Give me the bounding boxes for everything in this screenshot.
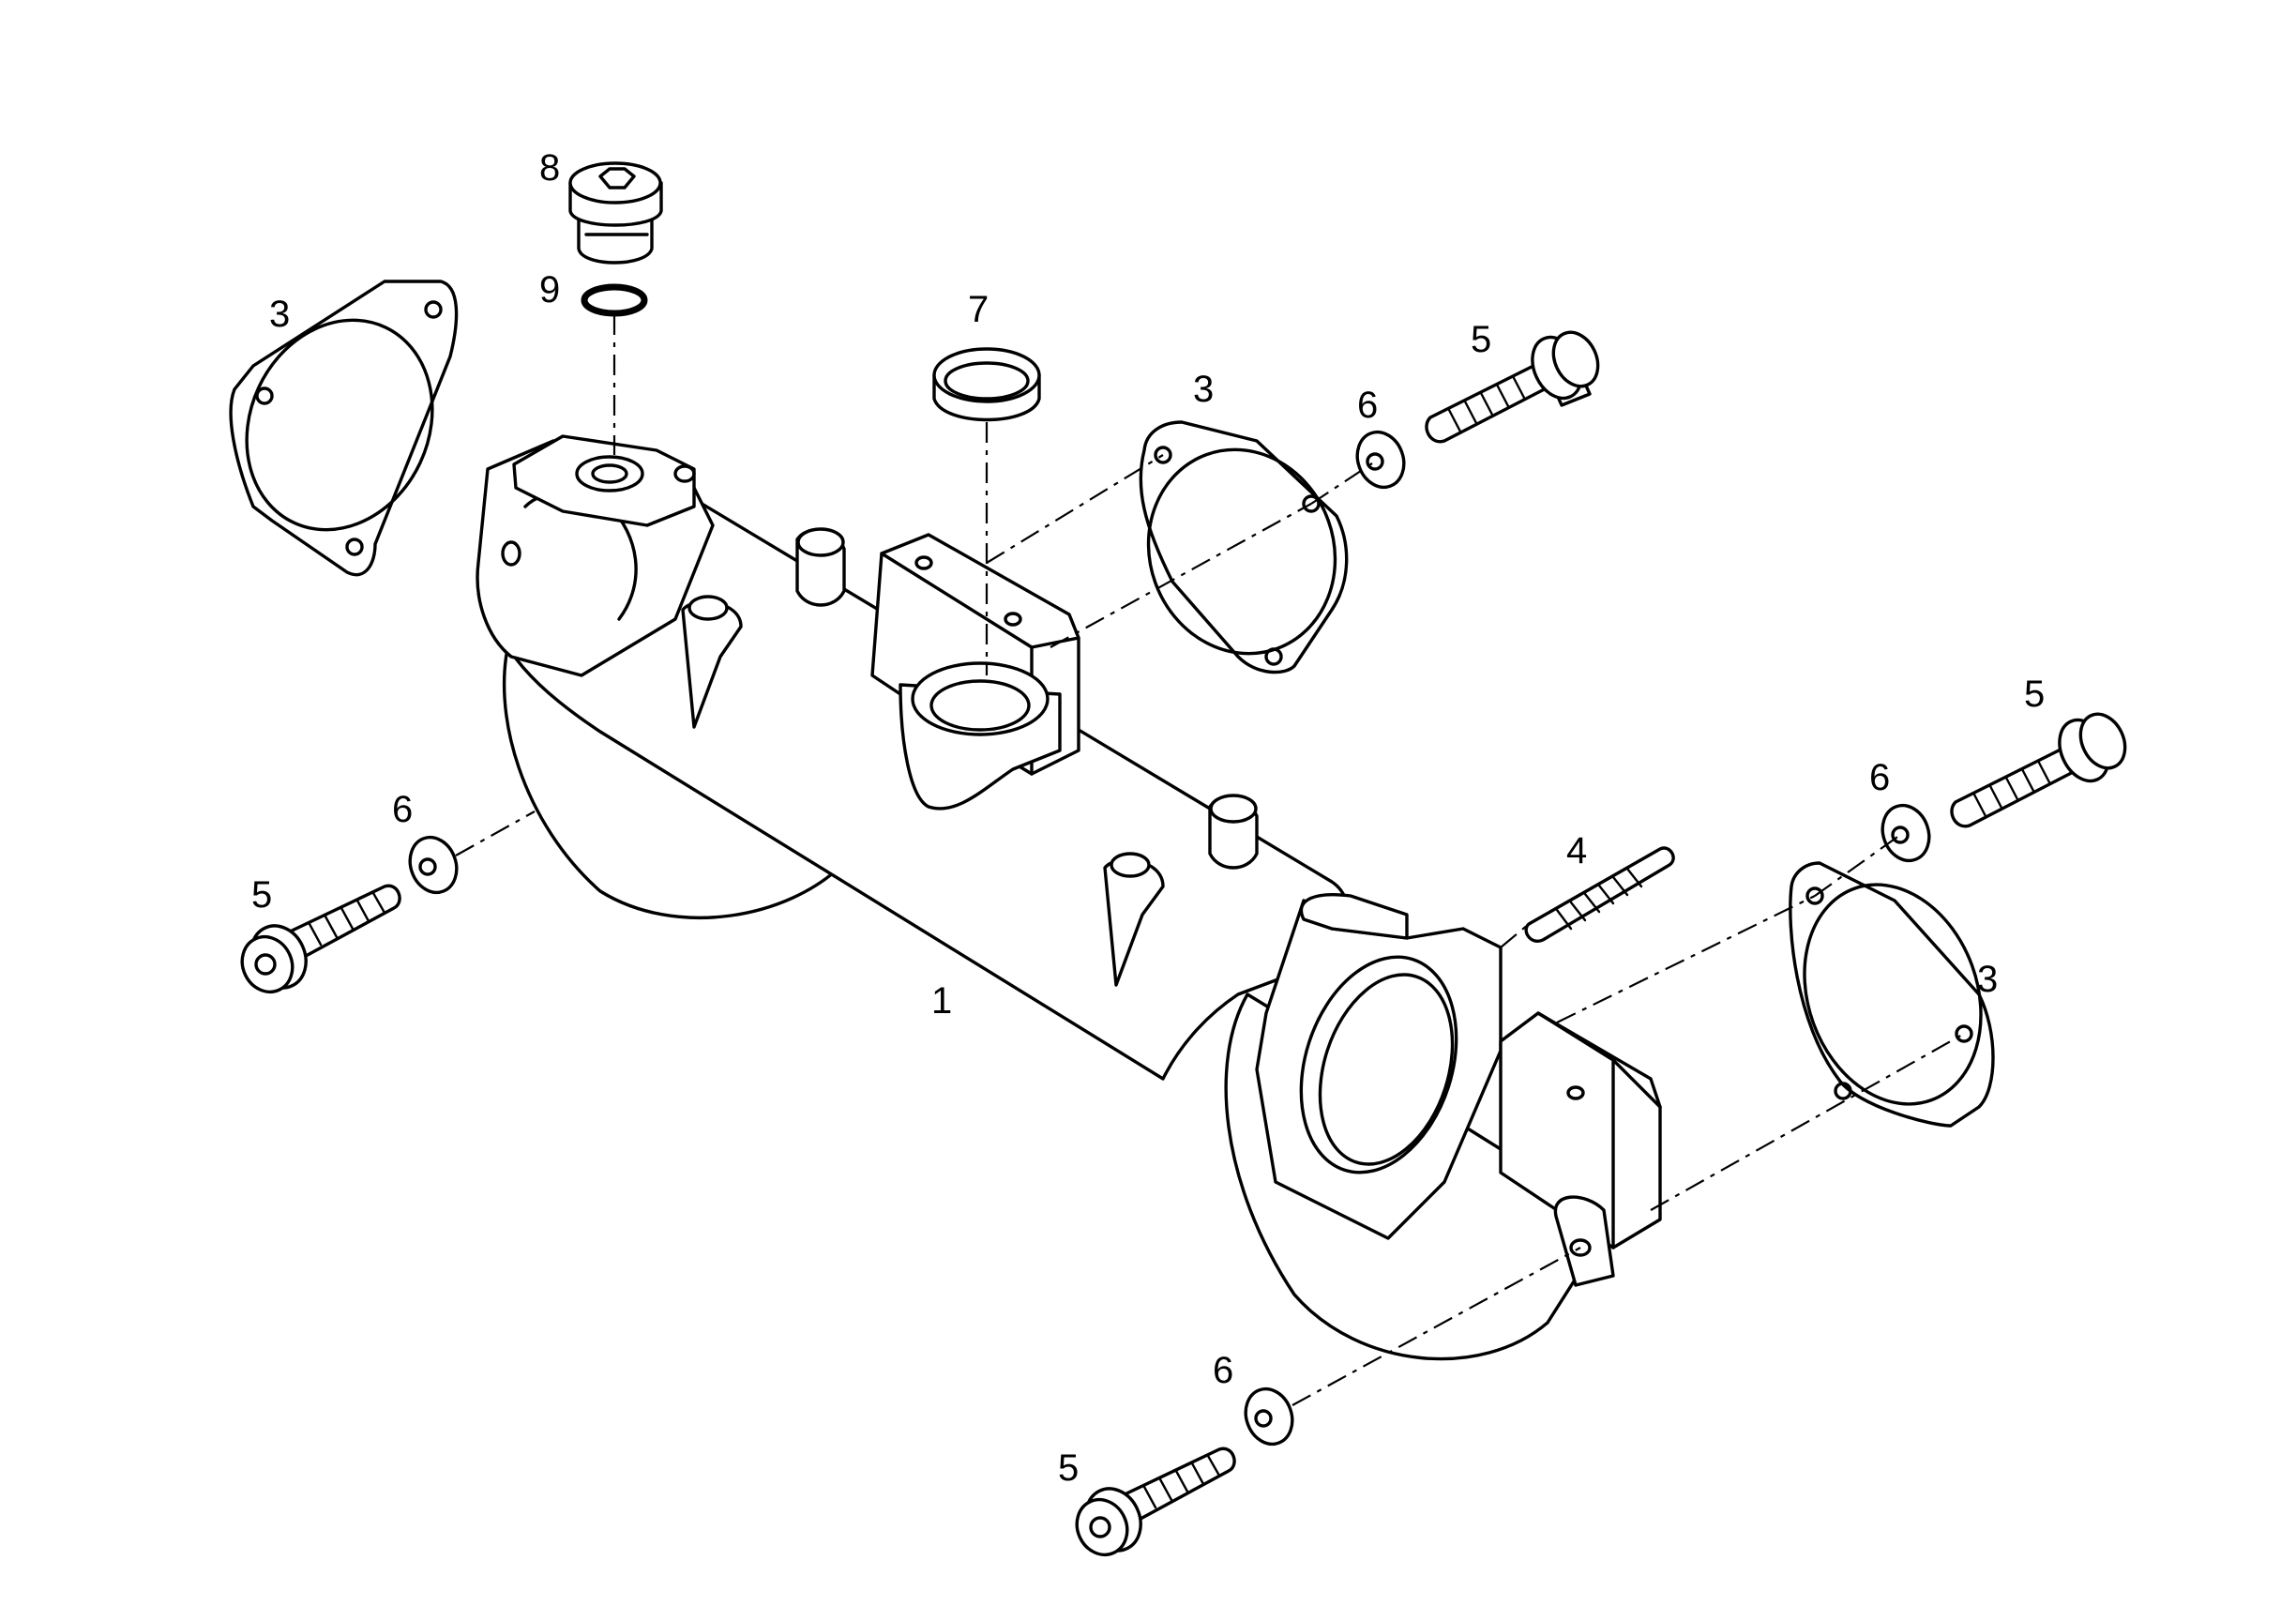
washer-upper-right [1355, 430, 1406, 490]
callout-5: 5 [251, 874, 272, 916]
callout-3: 3 [269, 294, 290, 335]
callout-8: 8 [539, 147, 560, 189]
callouts: 1 3 3 3 4 5 5 5 5 6 6 6 6 7 8 9 [251, 147, 2045, 1489]
washer-right [1881, 803, 1931, 863]
callout-3: 3 [1193, 369, 1214, 410]
stud [1524, 846, 1675, 943]
callout-5: 5 [1058, 1447, 1079, 1489]
callout-6: 6 [1357, 385, 1378, 426]
gasket-top-left [229, 280, 459, 577]
callout-6: 6 [1213, 1350, 1233, 1391]
cap-screw-bottom [1075, 1447, 1236, 1557]
washer-left [408, 835, 459, 895]
washer-bottom [1244, 1386, 1294, 1447]
callout-7: 7 [968, 289, 989, 330]
manifold-body [476, 434, 1662, 1361]
cap-screw-right [1950, 712, 2127, 828]
callout-9: 9 [539, 269, 560, 311]
assembly-lines [455, 314, 1965, 1406]
gasket-lower-right [1789, 861, 1995, 1128]
seal-ring [581, 283, 648, 317]
callout-4: 4 [1566, 830, 1587, 871]
callout-6: 6 [1869, 757, 1890, 798]
screw-plug [568, 161, 663, 265]
cap-screw-left [240, 884, 401, 994]
seal-sleeve [932, 347, 1041, 422]
callout-5: 5 [1471, 319, 1491, 360]
callout-1: 1 [931, 980, 952, 1022]
callout-5: 5 [2024, 674, 2045, 715]
cap-screw-upper-right [1425, 330, 1600, 444]
gasket-upper-right [1139, 420, 1349, 674]
callout-6: 6 [392, 789, 413, 830]
callout-3: 3 [1977, 959, 1998, 1000]
